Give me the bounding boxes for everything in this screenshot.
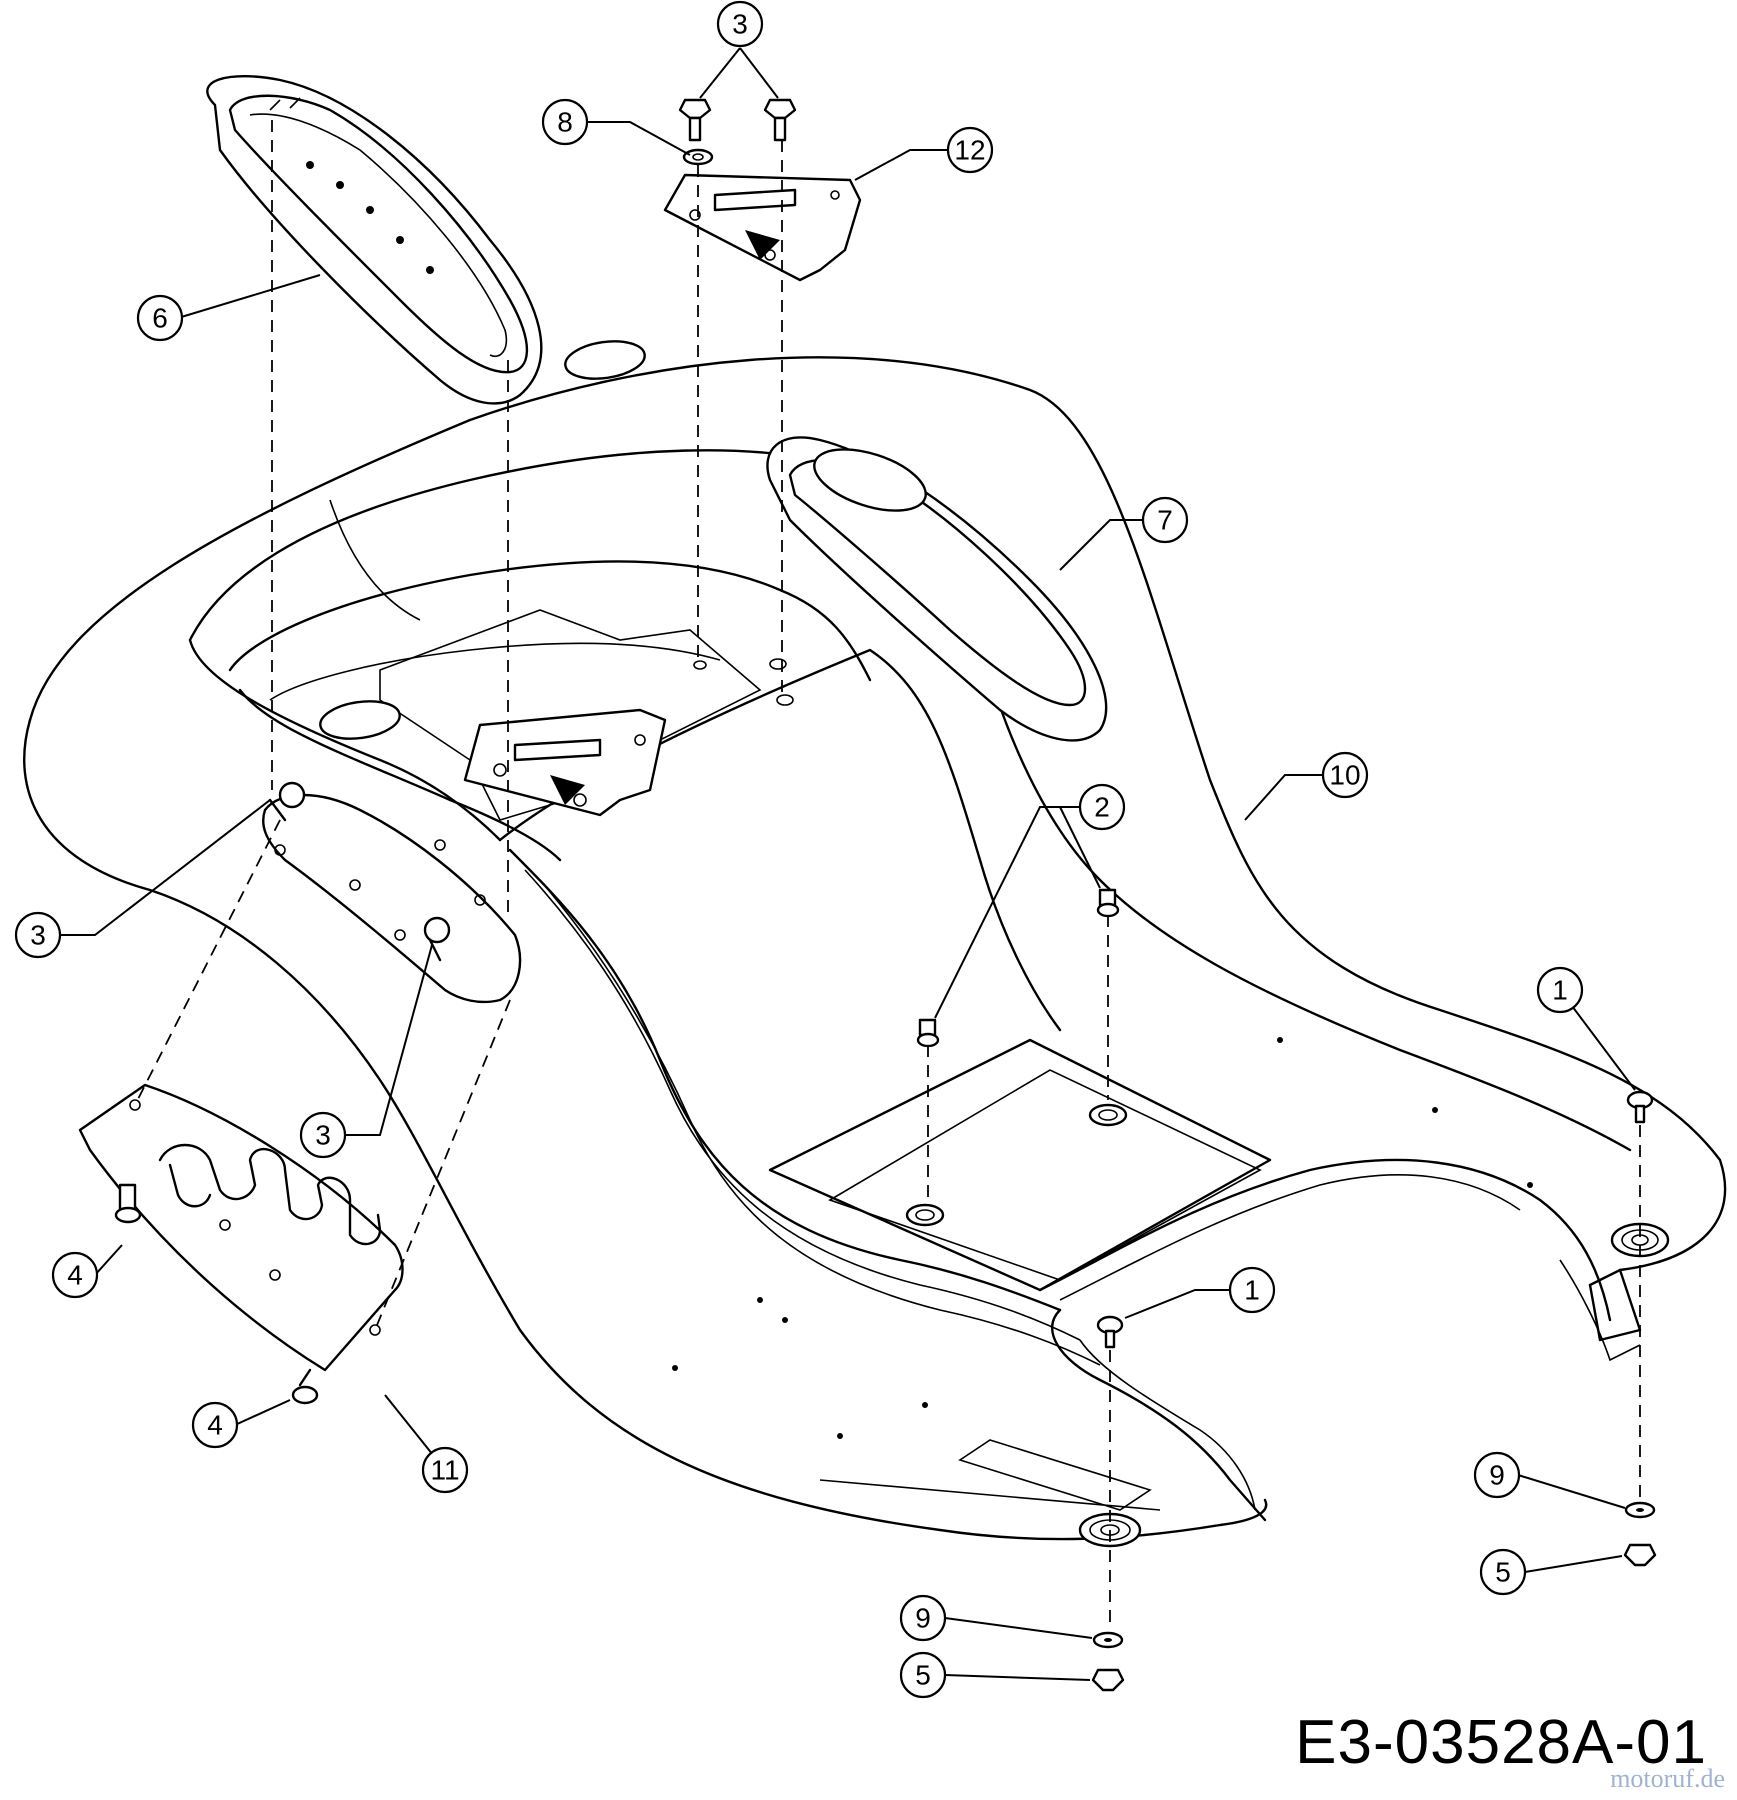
seat-bracket-mounted <box>463 708 667 817</box>
seat-bracket-exploded <box>663 173 862 282</box>
armrest-right <box>766 436 1108 742</box>
svg-text:9: 9 <box>1489 1460 1505 1491</box>
callout-9: 9 <box>1473 1451 1521 1499</box>
callout-1: 1 <box>1228 1266 1276 1314</box>
svg-text:7: 7 <box>1157 505 1173 536</box>
callout-10: 10 <box>1321 751 1369 799</box>
armrest-left <box>206 74 543 405</box>
callout-12: 12 <box>946 126 994 174</box>
svg-text:4: 4 <box>207 1410 223 1441</box>
callout-4: 4 <box>51 1251 99 1299</box>
svg-text:12: 12 <box>954 135 985 166</box>
callout-7: 7 <box>1141 496 1189 544</box>
svg-text:3: 3 <box>315 1120 331 1151</box>
callout-3: 3 <box>716 0 764 48</box>
callout-6: 6 <box>136 294 184 342</box>
watermark-logo: motoruf.de <box>1610 1764 1725 1793</box>
callout-3: 3 <box>14 911 62 959</box>
svg-text:9: 9 <box>915 1603 931 1634</box>
svg-text:10: 10 <box>1329 760 1360 791</box>
callout-5: 5 <box>899 1651 947 1699</box>
drawing-code: E3-03528A-01 <box>1295 1708 1707 1777</box>
svg-text:3: 3 <box>732 9 748 40</box>
callout-3: 3 <box>299 1111 347 1159</box>
fender-body <box>23 340 1727 1548</box>
callout-11: 11 <box>421 1446 469 1494</box>
svg-text:2: 2 <box>1094 792 1110 823</box>
svg-text:11: 11 <box>430 1455 459 1486</box>
callout-8: 8 <box>541 98 589 146</box>
callout-2: 2 <box>1078 783 1126 831</box>
callout-1: 1 <box>1536 966 1584 1014</box>
svg-text:8: 8 <box>557 107 573 138</box>
svg-text:3: 3 <box>30 920 46 951</box>
svg-text:4: 4 <box>67 1260 83 1291</box>
svg-text:5: 5 <box>915 1660 931 1691</box>
slotted-plate <box>78 1083 404 1372</box>
svg-text:1: 1 <box>1552 975 1568 1006</box>
svg-text:5: 5 <box>1495 1557 1511 1588</box>
mounting-plate-upper <box>262 793 522 1004</box>
svg-text:6: 6 <box>152 303 168 334</box>
svg-text:1: 1 <box>1244 1275 1260 1306</box>
callout-5: 5 <box>1479 1548 1527 1596</box>
assembly-lines <box>134 120 1641 1630</box>
hardware <box>114 98 1657 1692</box>
leader-lines <box>60 47 1636 1681</box>
callout-9: 9 <box>899 1594 947 1642</box>
callout-4: 4 <box>191 1401 239 1449</box>
